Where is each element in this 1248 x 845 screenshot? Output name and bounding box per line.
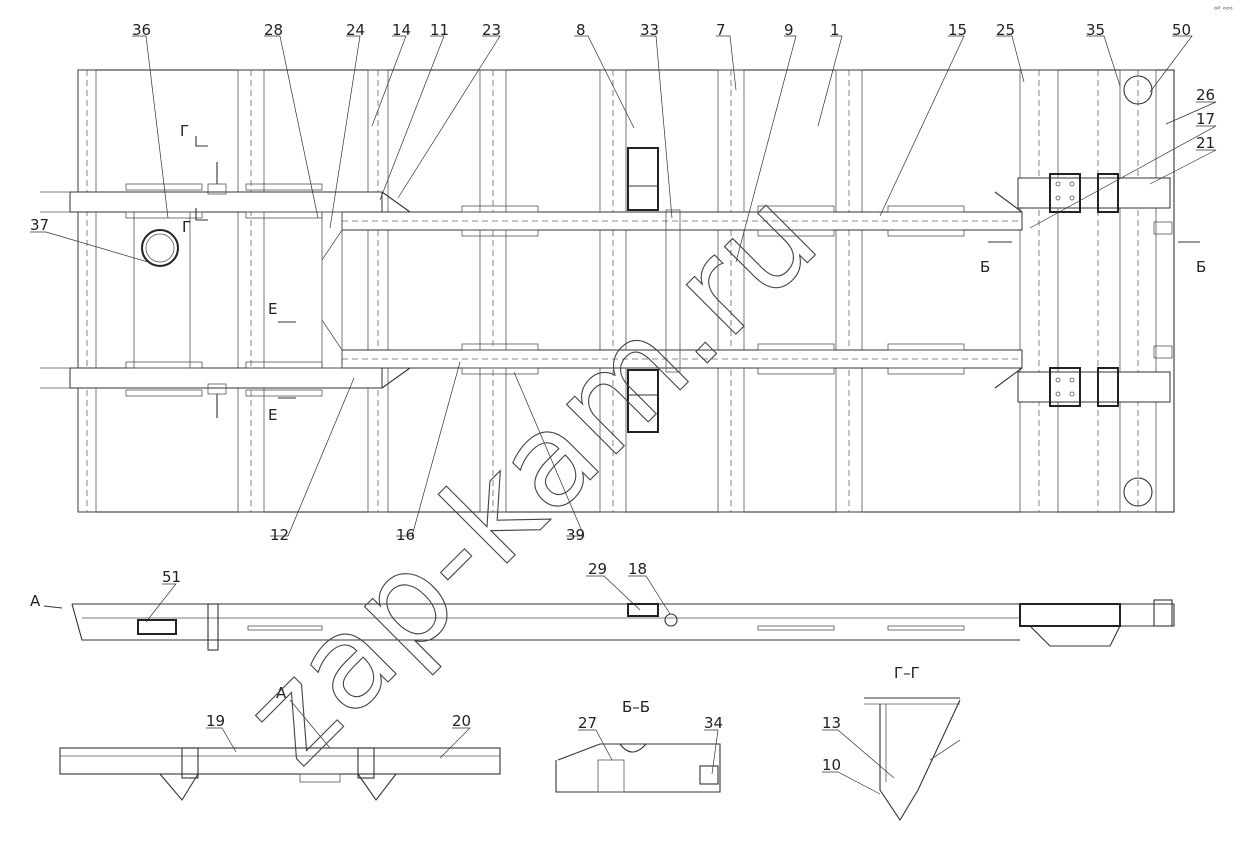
callout-51: 51: [162, 568, 181, 586]
callout-14: 14: [392, 21, 411, 39]
callout-12: 12: [270, 526, 289, 544]
callout-24: 24: [346, 21, 365, 39]
callout-11: 11: [430, 21, 449, 39]
callout-7: 7: [716, 21, 726, 39]
section-mark-g-mid: Г: [182, 218, 191, 236]
callout-35: 35: [1086, 21, 1105, 39]
section-mark-b-right: Б: [1196, 258, 1206, 276]
section-marks: Г Г Е Е Б Б А А Б–Б Г–Г: [30, 122, 1206, 716]
callout-23: 23: [482, 21, 501, 39]
callout-27: 27: [578, 714, 597, 732]
callout-18: 18: [628, 560, 647, 578]
rear-coupling: [1017, 173, 1173, 407]
callout-21: 21: [1196, 134, 1215, 152]
callout-25: 25: [996, 21, 1015, 39]
callout-16: 16: [396, 526, 415, 544]
section-bb: [555, 743, 721, 793]
callout-36: 36: [132, 21, 151, 39]
section-mark-e-bottom: Е: [268, 406, 277, 424]
callout-labels: 36 28 24 14 11 23 8 33 7 9 1 15 25 35 50…: [30, 21, 1215, 774]
watermark: zap-kam.ru: [217, 162, 847, 792]
callout-1: 1: [830, 21, 840, 39]
callout-15: 15: [948, 21, 967, 39]
callout-19: 19: [206, 712, 225, 730]
view-a: [59, 699, 501, 801]
callout-29: 29: [588, 560, 607, 578]
callout-33: 33: [640, 21, 659, 39]
callout-9: 9: [784, 21, 794, 39]
side-members: [40, 191, 1023, 389]
callout-10: 10: [822, 756, 841, 774]
leader-lines: [30, 35, 1217, 795]
plan-view: [40, 69, 1200, 513]
callout-34: 34: [704, 714, 723, 732]
section-title-bb: Б–Б: [622, 698, 650, 716]
callout-13: 13: [822, 714, 841, 732]
callout-28: 28: [264, 21, 283, 39]
callout-50: 50: [1172, 21, 1191, 39]
callout-26: 26: [1196, 86, 1215, 104]
section-mark-b-left: Б: [980, 258, 990, 276]
section-gg: [864, 697, 961, 822]
section-mark-g-top: Г: [180, 122, 189, 140]
view-mark-a-side: А: [30, 592, 41, 610]
view-mark-a-bottom: А: [276, 684, 287, 702]
callout-8: 8: [576, 21, 586, 39]
callout-39: 39: [566, 526, 585, 544]
cross-members: [77, 69, 1157, 513]
section-mark-e-top: Е: [268, 300, 277, 318]
side-view: [43, 599, 1175, 651]
corner-mark: ᵒᴾ ᵒᵒᵒ: [1214, 5, 1233, 14]
callout-37: 37: [30, 216, 49, 234]
callout-17: 17: [1196, 110, 1215, 128]
callout-20: 20: [452, 712, 471, 730]
section-title-gg: Г–Г: [894, 664, 920, 682]
